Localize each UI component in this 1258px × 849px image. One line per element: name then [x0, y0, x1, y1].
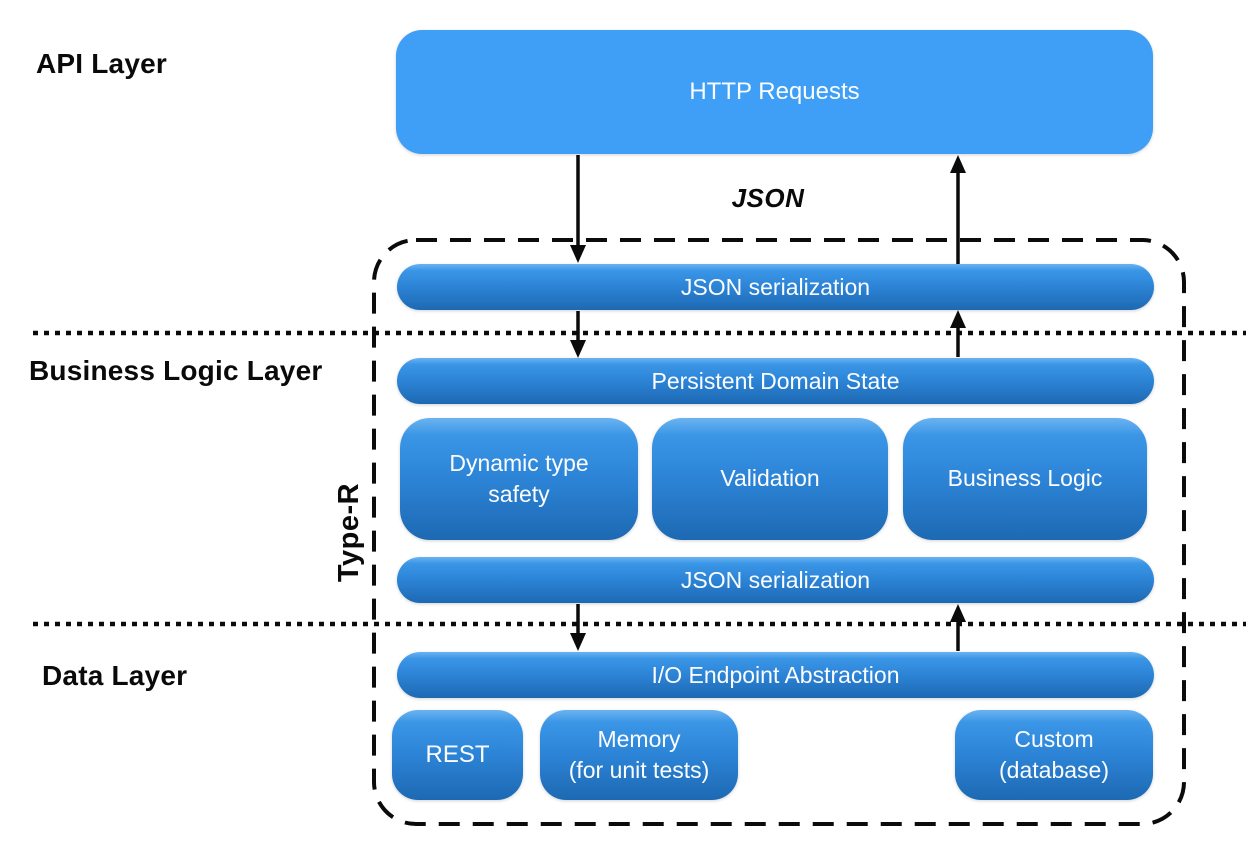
json-serialization-top-bar: JSON serialization [397, 264, 1154, 310]
arrow-http-to-serialization-down [570, 155, 586, 263]
validation-box: Validation [652, 418, 888, 540]
type-r-container-label: Type-R [333, 482, 366, 582]
arrow-serialization-to-http-up [950, 155, 966, 264]
arrow-serialization-to-domain-down [570, 311, 586, 358]
persistent-domain-state-bar: Persistent Domain State [397, 358, 1154, 404]
arrow-io-to-serialization-up [950, 604, 966, 651]
io-endpoint-abstraction-bar: I/O Endpoint Abstraction [397, 652, 1154, 698]
memory-box: Memory (for unit tests) [540, 710, 738, 800]
arrow-serialization-to-io-down [570, 604, 586, 651]
http-requests-box: HTTP Requests [396, 30, 1153, 154]
data-layer-label: Data Layer [42, 660, 188, 691]
api-layer-label: API Layer [36, 48, 167, 79]
arrow-domain-to-serialization-up [950, 310, 966, 357]
json-annotation-label: JSON [731, 183, 805, 213]
dynamic-type-safety-box: Dynamic type safety [400, 418, 638, 540]
rest-box: REST [392, 710, 523, 800]
custom-database-box: Custom (database) [955, 710, 1153, 800]
business-logic-layer-label: Business Logic Layer [29, 355, 323, 386]
json-serialization-bottom-bar: JSON serialization [397, 557, 1154, 603]
business-logic-box: Business Logic [903, 418, 1147, 540]
